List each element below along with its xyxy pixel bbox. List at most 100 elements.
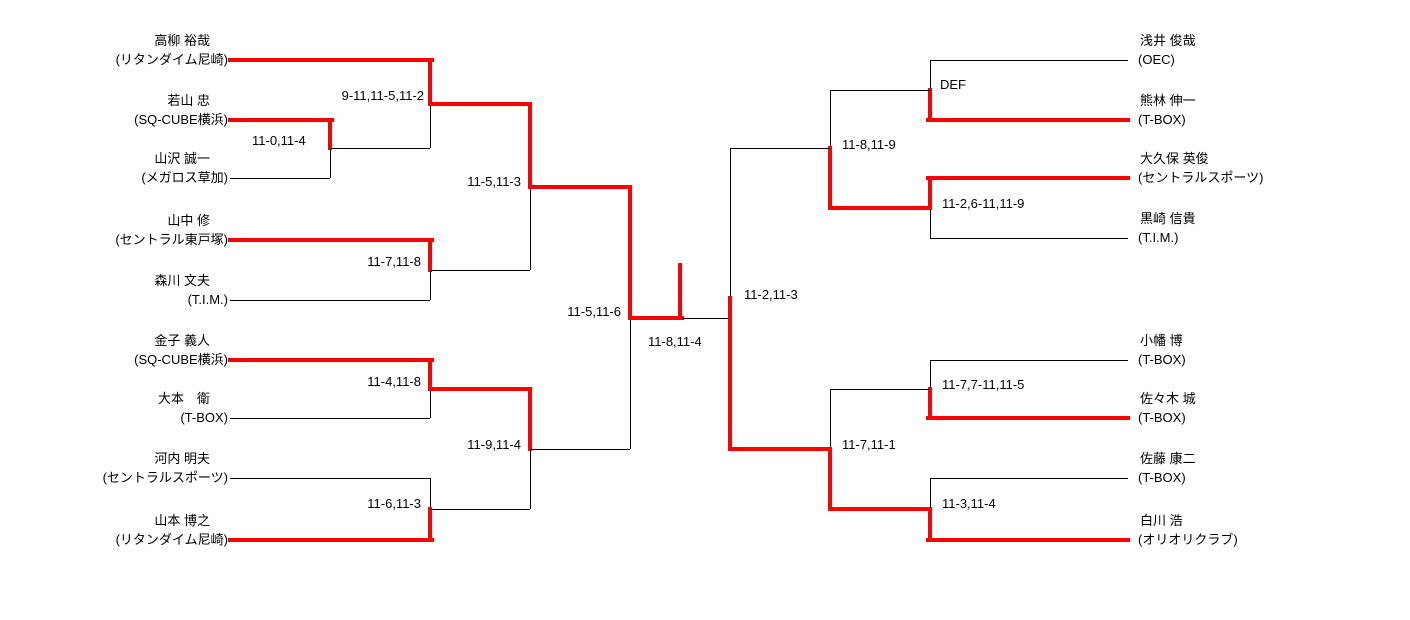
bracket-line	[530, 449, 630, 450]
player-name: 大本 衛	[157, 391, 210, 406]
winner-path-line	[528, 185, 632, 189]
winner-path-line	[928, 88, 932, 122]
match-score: 11-2,6-11,11-9	[942, 196, 1025, 211]
player-name: 高柳 裕哉	[154, 33, 210, 48]
match-score: 11-4,11-8	[367, 374, 421, 389]
winner-path-line	[428, 387, 532, 391]
player-club: (T.I.M.)	[187, 292, 228, 307]
match-score: 11-9,11-4	[467, 437, 521, 452]
winner-path-line	[328, 118, 332, 150]
winner-path-line	[728, 296, 732, 451]
bracket-line	[430, 509, 530, 510]
winner-path-line	[928, 507, 932, 542]
bracket-line	[930, 208, 931, 238]
bracket-line	[330, 148, 331, 178]
player-name: 河内 明夫	[154, 451, 210, 466]
bracket-line	[930, 360, 931, 389]
bracket-line	[530, 449, 531, 509]
bracket-line	[930, 360, 1128, 361]
winner-path-line	[228, 238, 434, 242]
player-name: 佐々木 城	[1140, 391, 1196, 406]
winner-path-line	[828, 206, 932, 210]
winner-path-line	[428, 358, 432, 391]
winner-path-line	[828, 507, 932, 511]
bracket-line	[330, 148, 430, 149]
player-name: 黒崎 信貴	[1140, 211, 1196, 226]
winner-path-line	[828, 447, 832, 511]
winner-path-line	[628, 185, 632, 320]
player-club: (SQ-CUBE横浜)	[134, 352, 228, 367]
winner-path-line	[428, 58, 432, 106]
match-score: 11-8,11-9	[842, 137, 896, 152]
player-club: (SQ-CUBE横浜)	[134, 112, 228, 127]
winner-path-line	[228, 118, 334, 122]
match-score: DEF	[940, 77, 966, 92]
bracket-line	[830, 90, 831, 148]
player-name: 大久保 英俊	[1140, 151, 1209, 166]
player-name: 浅井 俊哉	[1140, 33, 1196, 48]
winner-path-line	[926, 176, 1130, 180]
winner-path-line	[428, 102, 532, 106]
bracket-line	[430, 270, 431, 300]
bracket-line	[930, 60, 931, 90]
bracket-line	[830, 389, 930, 390]
match-score: 11-7,7-11,11-5	[942, 377, 1025, 392]
player-name: 山本 博之	[154, 513, 210, 528]
winner-path-line	[828, 146, 832, 210]
winner-path-line	[228, 358, 434, 362]
bracket-line	[630, 318, 631, 449]
player-club: (オリオリクラブ)	[1138, 532, 1238, 547]
player-name: 金子 義人	[154, 333, 210, 348]
winner-path-line	[528, 387, 532, 451]
winner-path-line	[728, 447, 832, 451]
player-name: 森川 文夫	[154, 273, 210, 288]
player-name: 佐藤 康二	[1140, 451, 1196, 466]
winner-path-line	[228, 538, 434, 542]
match-score: 11-7,11-1	[842, 437, 896, 452]
winner-path-line	[428, 507, 432, 542]
bracket-line	[430, 104, 431, 148]
winner-path-line	[926, 416, 1130, 420]
player-club: (リタンダイム尼崎)	[115, 52, 228, 67]
bracket-line	[730, 148, 731, 298]
match-score: 11-0,11-4	[252, 133, 306, 148]
bracket-line	[230, 418, 430, 419]
match-score: 11-8,11-4	[648, 334, 702, 349]
winner-path-line	[678, 263, 682, 320]
bracket-line	[830, 90, 930, 91]
bracket-line	[930, 478, 931, 509]
player-club: (T-BOX)	[180, 410, 228, 425]
player-club: (セントラルスポーツ)	[102, 470, 228, 485]
winner-path-line	[926, 118, 1130, 122]
player-club: (OEC)	[1138, 52, 1175, 67]
winner-path-line	[628, 316, 684, 320]
player-club: (T.I.M.)	[1138, 230, 1179, 245]
player-club: (セントラル東戸塚)	[115, 232, 228, 247]
bracket-line	[230, 178, 330, 179]
winner-path-line	[926, 538, 1130, 542]
bracket-line	[430, 389, 431, 418]
player-club: (T-BOX)	[1138, 410, 1186, 425]
match-score: 11-5,11-6	[567, 304, 621, 319]
bracket-line	[430, 270, 530, 271]
player-club: (T-BOX)	[1138, 112, 1186, 127]
player-club: (T-BOX)	[1138, 470, 1186, 485]
bracket-line	[930, 238, 1128, 239]
match-score: 11-6,11-3	[367, 496, 421, 511]
winner-path-line	[528, 102, 532, 189]
winner-path-line	[928, 387, 932, 420]
player-name: 熊林 伸一	[1140, 93, 1196, 108]
winner-path-line	[228, 58, 434, 62]
match-score: 11-5,11-3	[467, 174, 521, 189]
winner-path-line	[928, 176, 932, 210]
bracket-line	[430, 478, 431, 509]
player-name: 山沢 誠一	[154, 151, 210, 166]
bracket-line	[930, 478, 1128, 479]
match-score: 11-2,11-3	[744, 287, 798, 302]
bracket-line	[682, 318, 730, 319]
bracket-line	[730, 148, 830, 149]
bracket-line	[230, 300, 430, 301]
player-club: (セントラルスポーツ)	[1138, 170, 1264, 185]
match-score: 11-3,11-4	[942, 496, 996, 511]
